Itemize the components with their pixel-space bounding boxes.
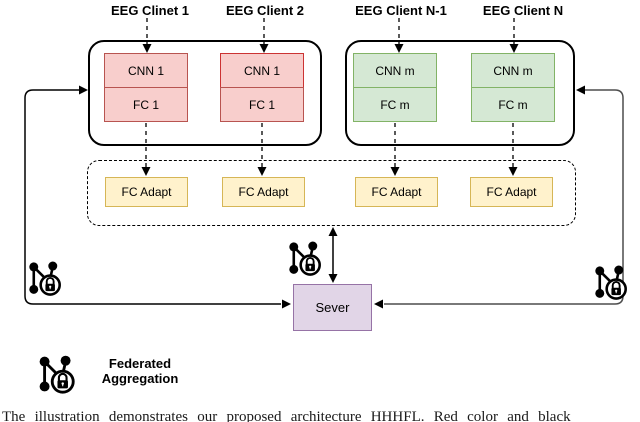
- fc-adapt-block: FC Adapt: [355, 177, 438, 207]
- federated-aggregation-icon: [592, 262, 630, 304]
- federated-aggregation-icon: [286, 238, 324, 280]
- cnn-block: CNN 1: [104, 53, 188, 88]
- fc-block: FC 1: [220, 87, 304, 122]
- client-2-model-stack: CNN 1 FC 1: [220, 53, 304, 122]
- cnn-block: CNN 1: [220, 53, 304, 88]
- eeg-client-n1-label: EEG Client N-1: [355, 3, 447, 18]
- fc-block: FC m: [353, 87, 437, 122]
- server-label: Sever: [315, 300, 350, 315]
- eeg-client-2-label: EEG Client 2: [225, 3, 305, 18]
- federated-aggregation-icon: [26, 258, 64, 300]
- fc-adapt-block: FC Adapt: [105, 177, 188, 207]
- legend-line-2: Aggregation: [101, 371, 179, 386]
- cnn-block: CNN m: [471, 53, 555, 88]
- client-n1-model-stack: CNN m FC m: [353, 53, 437, 122]
- legend-label: Federated Aggregation: [92, 356, 188, 386]
- federated-aggregation-icon: [36, 352, 78, 398]
- adapt-server-double-arrow: [328, 227, 338, 283]
- fc-adapt-block: FC Adapt: [222, 177, 305, 207]
- eeg-client-1-label: EEG Clinet 1: [110, 3, 190, 18]
- eeg-client-n-label: EEG Client N: [482, 3, 564, 18]
- legend-line-1: Federated: [108, 356, 172, 371]
- fc-block: FC m: [471, 87, 555, 122]
- cnn-block: CNN m: [353, 53, 437, 88]
- client-n-model-stack: CNN m FC m: [471, 53, 555, 122]
- client-1-model-stack: CNN 1 FC 1: [104, 53, 188, 122]
- fc-block: FC 1: [104, 87, 188, 122]
- server-box: Sever: [293, 284, 372, 331]
- figure-caption: The illustration demonstrates our propos…: [2, 409, 571, 422]
- fc-adapt-block: FC Adapt: [470, 177, 553, 207]
